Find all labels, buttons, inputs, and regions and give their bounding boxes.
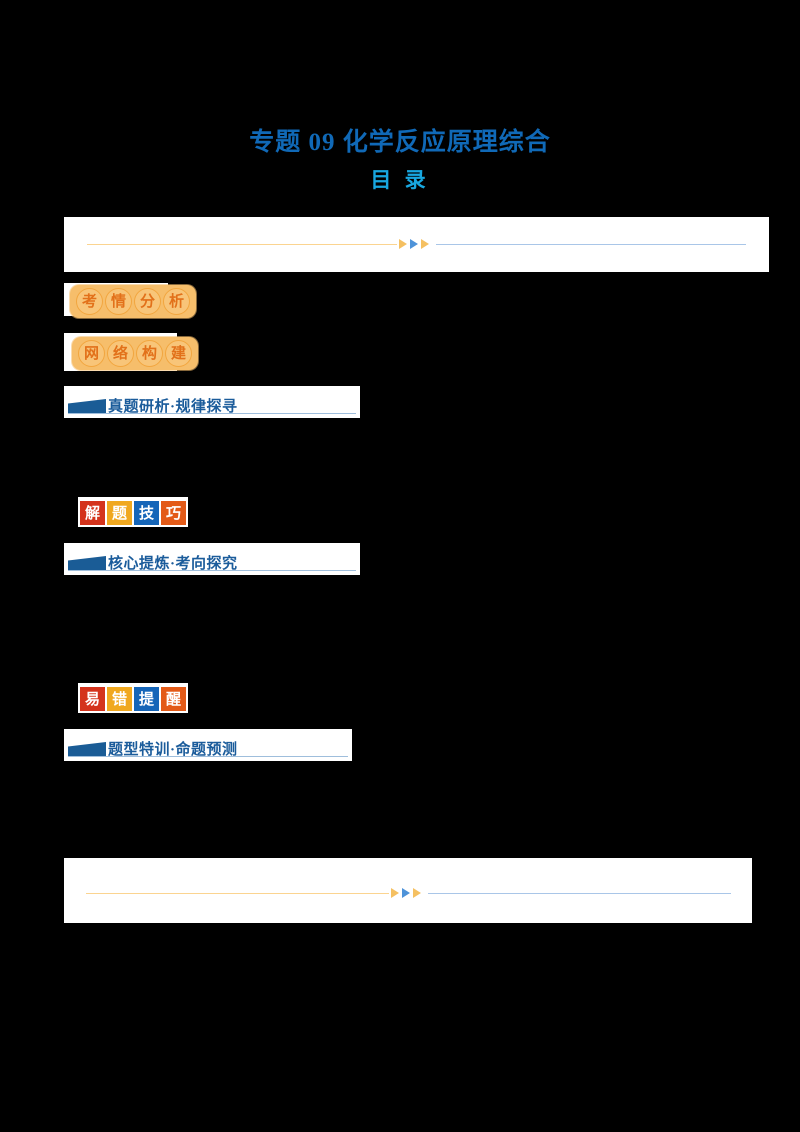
section-header-tixing-texun[interactable]: 题型特训·命题预测 <box>68 734 238 760</box>
triangle-blue-icon <box>409 239 418 249</box>
hexin-paper-block <box>64 543 360 575</box>
section-title: 真题研析·规律探寻 <box>108 399 238 415</box>
badge-tile: 易 <box>80 687 105 711</box>
title-area: 专题 09 化学反应原理综合 目 录 <box>64 126 736 218</box>
page-subtitle: 目 录 <box>370 168 430 192</box>
divider-rule-right <box>428 892 731 894</box>
triangle-orange-icon <box>420 239 429 249</box>
section-underline <box>68 413 356 414</box>
flag-marker-icon <box>68 742 106 757</box>
triangle-blue-icon <box>401 888 410 898</box>
badge-char: 考 <box>76 288 103 315</box>
top-divider <box>80 237 753 251</box>
badge-char: 情 <box>105 288 132 315</box>
section-title: 题型特训·命题预测 <box>108 742 238 758</box>
section-title: 核心提炼·考向探究 <box>108 556 238 572</box>
badge-char: 构 <box>136 340 163 367</box>
badge-tile: 解 <box>80 501 105 525</box>
section-underline <box>68 570 356 571</box>
badge-tile: 巧 <box>161 501 186 525</box>
badge-char: 建 <box>165 340 192 367</box>
badge-char: 网 <box>78 340 105 367</box>
badge-char: 析 <box>163 288 190 315</box>
section-header-hexin-tilian[interactable]: 核心提炼·考向探究 <box>68 548 238 574</box>
badge-char: 络 <box>107 340 134 367</box>
badge-jieti-jiqiao[interactable]: 解 题 技 巧 <box>80 501 186 525</box>
badge-tile: 提 <box>134 687 159 711</box>
section-header-zhenti-yanxi[interactable]: 真题研析·规律探寻 <box>68 391 238 417</box>
badge-yicuo-tixing[interactable]: 易 错 提 醒 <box>80 687 186 711</box>
flag-marker-icon <box>68 399 106 414</box>
bottom-divider <box>80 886 737 900</box>
divider-rule-left <box>87 243 397 245</box>
badge-tile: 醒 <box>161 687 186 711</box>
badge-tile: 技 <box>134 501 159 525</box>
triangle-orange-icon <box>412 888 421 898</box>
triangle-orange-icon <box>390 888 399 898</box>
badge-tile: 错 <box>107 687 132 711</box>
badge-wangluo-goujian[interactable]: 网 络 构 建 <box>72 337 198 370</box>
tixing-paper-block <box>64 729 352 761</box>
section-underline <box>68 756 348 757</box>
badge-char: 分 <box>134 288 161 315</box>
triangle-orange-icon <box>398 239 407 249</box>
divider-rule-left <box>86 892 389 894</box>
page-title: 专题 09 化学反应原理综合 <box>249 129 551 156</box>
badge-kaoqing-fenxi[interactable]: 考 情 分 析 <box>70 285 196 318</box>
flag-marker-icon <box>68 556 106 571</box>
zhenti-paper-block <box>64 386 360 418</box>
badge-tile: 题 <box>107 501 132 525</box>
divider-rule-right <box>436 243 746 245</box>
